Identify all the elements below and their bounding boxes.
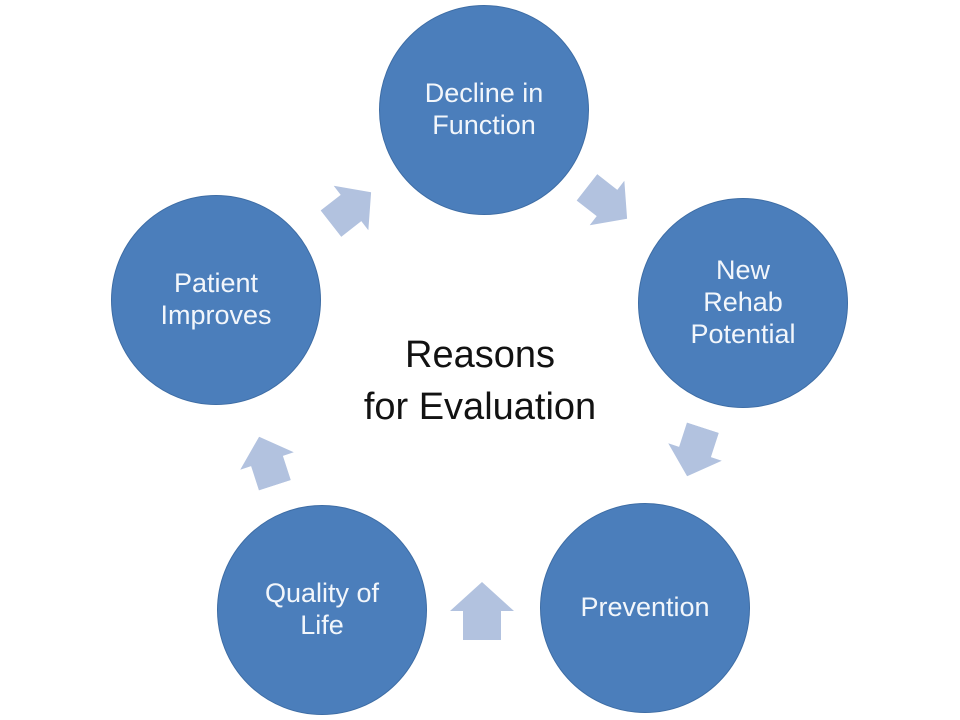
block-arrow-icon	[576, 174, 628, 226]
block-arrow-icon	[320, 185, 372, 237]
cycle-arrow-prevention-to-quality-of-life	[450, 582, 514, 640]
node-label: Decline in Function	[424, 78, 544, 140]
cycle-node-decline-in-function: Decline in Function	[379, 5, 589, 215]
cycle-arrow-quality-of-life-to-patient-improves	[232, 428, 301, 494]
block-arrow-icon	[240, 436, 294, 491]
node-label: Patient Improves	[160, 268, 272, 330]
diagram-title-line-2: for Evaluation	[363, 386, 597, 429]
node-label: New Rehab Potential	[690, 255, 796, 349]
cycle-node-new-rehab-potential: New Rehab Potential	[638, 198, 848, 408]
cycle-node-patient-improves: Patient Improves	[111, 195, 321, 405]
block-arrow-icon	[450, 582, 514, 640]
diagram-title-line-1: Reasons	[405, 334, 555, 376]
cycle-arrow-decline-in-function-to-new-rehab-potential	[570, 165, 645, 241]
node-label: Prevention	[580, 592, 710, 623]
cycle-node-prevention: Prevention	[540, 503, 750, 713]
cycle-node-quality-of-life: Quality of Life	[217, 505, 427, 715]
block-arrow-icon	[668, 422, 722, 477]
diagram-title: Reasons for Evaluation	[0, 329, 960, 434]
node-label: Quality of Life	[264, 578, 380, 640]
cycle-arrow-patient-improves-to-decline-in-function	[314, 170, 389, 246]
cycle-arrow-new-rehab-potential-to-prevention	[660, 419, 729, 485]
